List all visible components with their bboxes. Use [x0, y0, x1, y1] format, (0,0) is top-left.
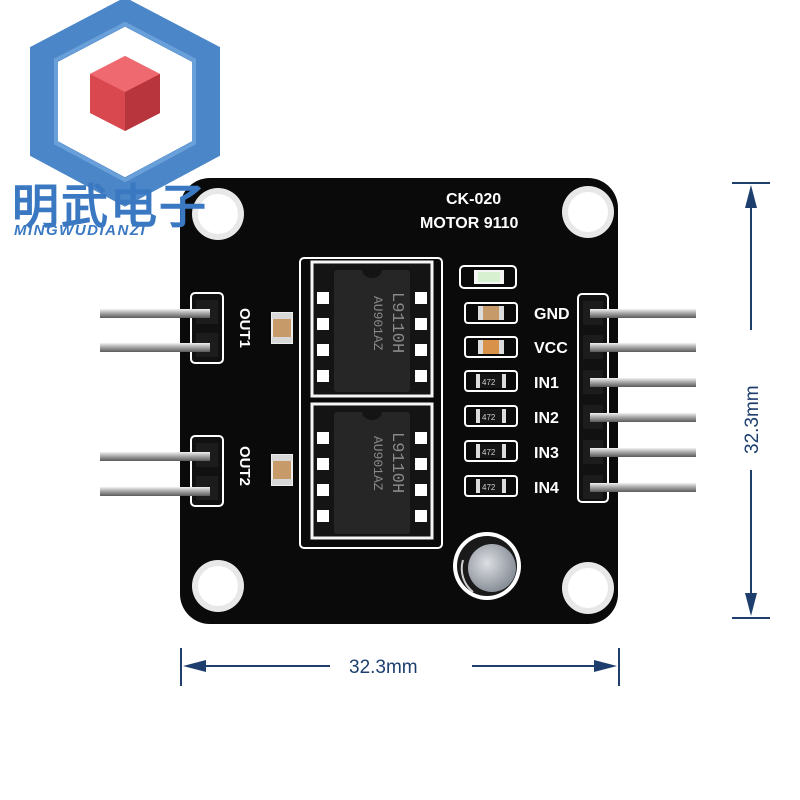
chip-bottom-marking-2: AU901AZ: [370, 436, 385, 491]
chip-bottom: L9110H AU901AZ: [310, 402, 434, 540]
electrolytic-capacitor: [453, 532, 521, 600]
width-dimension-label: 32.3mm: [349, 657, 418, 678]
out1-header: [180, 292, 224, 364]
pin-label-in3: IN3: [534, 445, 559, 462]
dimension-width: [180, 648, 620, 686]
chip-bottom-marking-1: L9110H: [387, 432, 406, 493]
resistor-code-in2: 472: [482, 413, 496, 422]
chips-silkscreen-outline: [299, 257, 443, 549]
pcb-board: OUT1 OUT2 L9110H AU901AZ: [180, 178, 618, 624]
pin-label-vcc: VCC: [534, 340, 568, 357]
power-led: [459, 265, 517, 289]
brand-name-cn: 明武电子: [12, 180, 208, 235]
resistor-array: 472 472 472 472: [464, 302, 518, 497]
pin-label-in2: IN2: [534, 410, 559, 427]
resistor-code-in1: 472: [482, 378, 496, 387]
out-header-pins: [100, 309, 210, 496]
input-header: [577, 293, 618, 503]
chip-top-marking-1: L9110H: [387, 292, 406, 353]
resistor-code-in4: 472: [482, 483, 496, 492]
pin-label-in4: IN4: [534, 480, 559, 497]
resistor-in3: 472: [464, 440, 518, 462]
board-subtitle-label: MOTOR 9110: [420, 215, 519, 232]
resistor-code-in3: 472: [482, 448, 496, 457]
chip-top: L9110H AU901AZ: [310, 260, 434, 398]
pin-label-gnd: GND: [534, 306, 570, 323]
input-header-pins: [590, 309, 696, 492]
left-capacitors: [271, 312, 293, 486]
chip-top-marking-2: AU901AZ: [370, 296, 385, 351]
pin-label-in1: IN1: [534, 375, 559, 392]
out2-label: OUT2: [236, 446, 253, 486]
resistor-in2: 472: [464, 405, 518, 427]
resistor-in4: 472: [464, 475, 518, 497]
out1-label: OUT1: [236, 308, 253, 348]
brand-logo: [30, 0, 220, 207]
dimension-height: [732, 182, 770, 619]
height-dimension-label: 32.3mm: [742, 385, 763, 454]
mounting-holes: [192, 186, 614, 614]
resistor-in1: 472: [464, 370, 518, 392]
board-model-label: CK-020: [446, 191, 501, 208]
brand-name-en: MINGWUDIANZI: [14, 222, 147, 239]
out2-header: [180, 435, 224, 507]
